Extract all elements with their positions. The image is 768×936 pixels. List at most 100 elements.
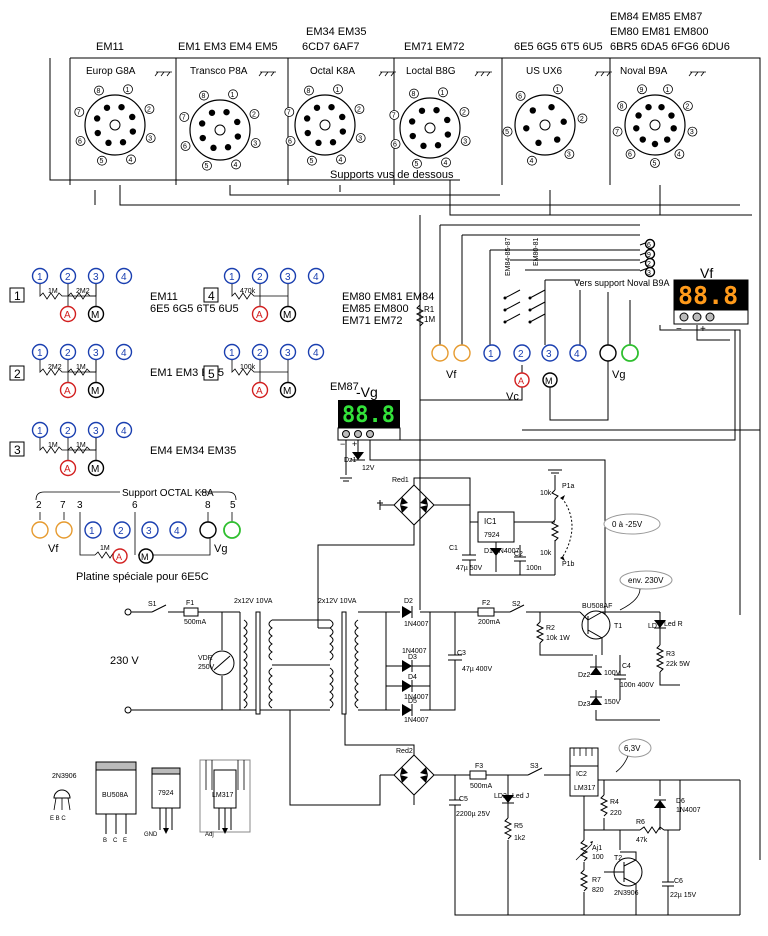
svg-text:Dz1: Dz1 (344, 457, 357, 464)
mains-voltage: 230 V (110, 655, 139, 667)
svg-text:100k: 100k (240, 364, 256, 371)
svg-text:LM317: LM317 (212, 792, 234, 799)
octal-node-4 (169, 521, 187, 539)
tubes-em34: EM34 EM35 (306, 26, 367, 38)
socket-title: Europ G8A (86, 66, 136, 77)
svg-text:3: 3 (690, 129, 694, 136)
svg-text:1N4007: 1N4007 (676, 807, 701, 814)
r1: R1 1M (415, 304, 435, 327)
terminal-vc: Vc (506, 391, 519, 403)
lv-supply: Red2 C5 2200µ 25V F3 500mA S3 LD2 Led J … (344, 714, 741, 916)
octal-title: Support OCTAL K8A (122, 488, 214, 499)
svg-text:250V: 250V (198, 664, 215, 671)
svg-text:Dz3: Dz3 (578, 701, 591, 708)
svg-text:8: 8 (411, 91, 415, 98)
svg-text:EM11: EM11 (150, 291, 178, 303)
svg-text:100: 100 (592, 854, 604, 861)
octal-vf: Vf (48, 543, 59, 555)
svg-text:M: M (91, 386, 99, 397)
svg-text:Led R: Led R (664, 621, 683, 628)
svg-text:GND: GND (144, 832, 158, 838)
svg-text:3: 3 (358, 136, 362, 143)
svg-text:47µ 400V: 47µ 400V (462, 666, 492, 673)
svg-text:A: A (116, 552, 122, 562)
svg-text:7: 7 (615, 129, 619, 136)
noval-pin-2: 2 (647, 261, 651, 268)
noval-pin-3: 3 (647, 270, 651, 277)
svg-text:6: 6 (393, 142, 397, 149)
svg-text:1N4007: 1N4007 (404, 621, 429, 628)
noval-pin-6: 6 (647, 242, 651, 249)
svg-text:−: − (340, 439, 345, 449)
octal-pin-5: 5 (230, 500, 236, 511)
hv-env: env. 230V (628, 576, 664, 585)
octal-node-a (112, 548, 128, 564)
svg-text:4: 4 (444, 160, 448, 167)
svg-text:2: 2 (118, 526, 124, 537)
svg-text:3: 3 (285, 272, 291, 283)
tubes-6br5: 6BR5 6DA5 6FG6 6DU6 (610, 41, 730, 53)
svg-text:6: 6 (288, 139, 292, 146)
svg-text:2200µ 25V: 2200µ 25V (456, 811, 490, 818)
svg-text:EM71 EM72: EM71 EM72 (342, 315, 403, 327)
tubes-em80: EM80 EM81 EM800 (610, 26, 708, 38)
svg-text:Adj: Adj (205, 832, 214, 838)
hv-supply: D2 1N4007 D3 1N4007 D4 1N4007 D5 1N4007 … (358, 570, 690, 724)
svg-text:4: 4 (129, 157, 133, 164)
svg-text:2: 2 (257, 348, 263, 359)
svg-text:1: 1 (126, 87, 130, 94)
svg-text:1N4007: 1N4007 (402, 648, 427, 655)
terminal-vf: Vf (446, 369, 457, 381)
svg-text:4: 4 (574, 349, 580, 360)
svg-text:7: 7 (77, 109, 81, 116)
svg-text:1M: 1M (48, 288, 58, 295)
svg-text:R3: R3 (666, 651, 675, 658)
svg-text:220: 220 (610, 810, 622, 817)
svg-text:12V: 12V (362, 465, 375, 472)
svg-text:5: 5 (204, 163, 208, 170)
svg-text:3: 3 (93, 272, 99, 283)
svg-text:4: 4 (174, 526, 180, 537)
svg-text:2: 2 (462, 109, 466, 116)
svg-text:1M: 1M (48, 442, 58, 449)
switch-label-1: EM84-85-87 (505, 237, 512, 276)
svg-text:F3: F3 (475, 763, 483, 770)
svg-text:6: 6 (628, 152, 632, 159)
svg-text:1: 1 (89, 526, 95, 537)
socket-title: Octal K8A (310, 66, 355, 77)
terminal-vg: Vg (612, 369, 625, 381)
svg-text:LD2: LD2 (494, 793, 507, 800)
svg-text:100n: 100n (526, 565, 542, 572)
svg-text:EM85 EM800: EM85 EM800 (342, 303, 409, 315)
svg-text:M: M (283, 310, 291, 321)
svg-text:6: 6 (183, 144, 187, 151)
svg-text:8: 8 (306, 88, 310, 95)
svg-text:4: 4 (677, 152, 681, 159)
svg-text:IC1: IC1 (484, 517, 497, 526)
svg-text:E B C: E B C (50, 816, 66, 822)
vf-meter: Vf 88.8 − + (673, 265, 749, 335)
octal-node-m (138, 548, 154, 564)
socket-title: Noval B9A (620, 66, 668, 77)
svg-text:+: + (352, 439, 357, 449)
vg-meter: EM87 -Vg 88.8 −+ Dz1 12V (330, 381, 606, 620)
tubes-em1: EM1 EM3 EM4 EM5 (178, 41, 278, 53)
svg-text:F1: F1 (186, 600, 194, 607)
socket-caption: Supports vus de dessous (330, 169, 454, 181)
svg-text:D6: D6 (676, 798, 685, 805)
svg-text:3: 3 (93, 426, 99, 437)
svg-text:IC2: IC2 (576, 771, 587, 778)
socket-wiring (49, 57, 761, 860)
svg-text:470k: 470k (240, 288, 256, 295)
svg-text:1: 1 (556, 87, 560, 94)
svg-text:C5: C5 (459, 796, 468, 803)
svg-text:C: C (113, 838, 118, 844)
svg-text:C1: C1 (449, 545, 458, 552)
svg-text:2: 2 (65, 426, 71, 437)
svg-text:A: A (256, 310, 263, 321)
svg-text:5: 5 (652, 160, 656, 167)
